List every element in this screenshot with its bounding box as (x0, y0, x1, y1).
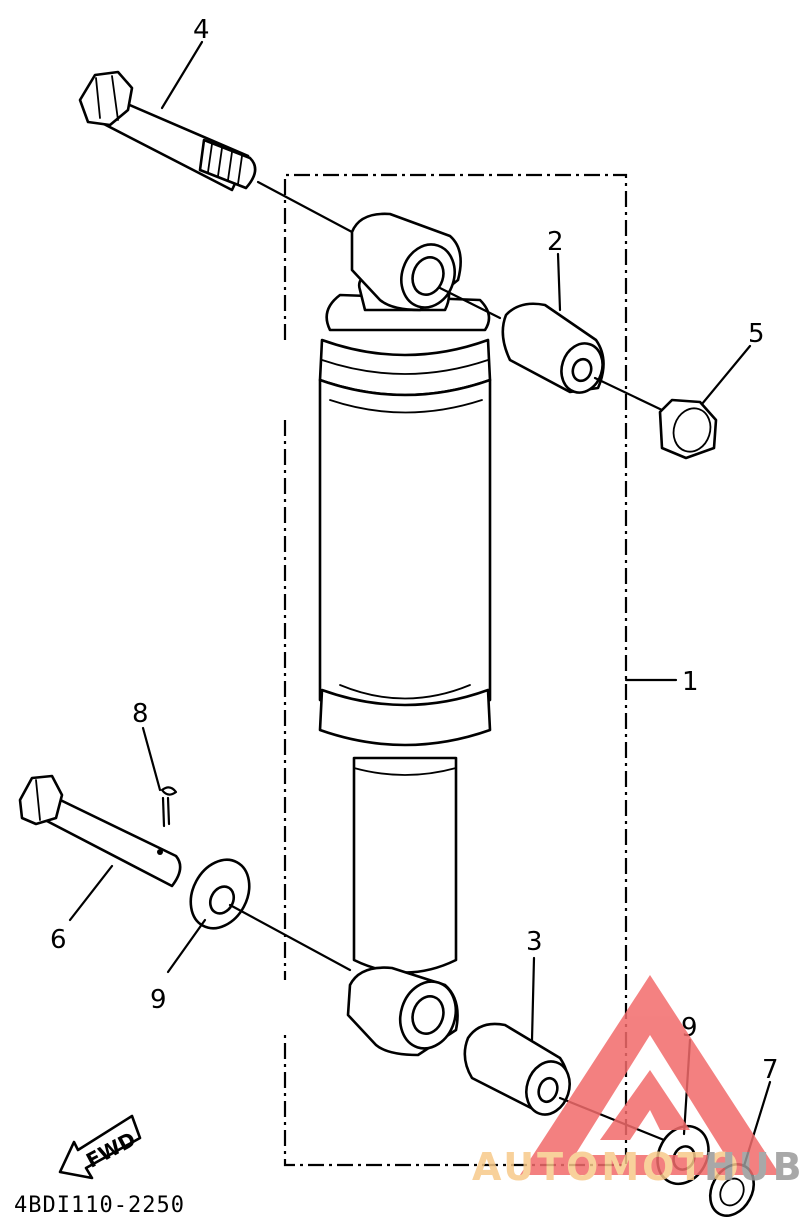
callout-6: 6 (50, 925, 67, 955)
shock-absorber (318, 212, 492, 1057)
lower-pin (18, 774, 182, 888)
upper-axis-line-2 (593, 376, 664, 412)
forward-direction-arrow: FWD (58, 1114, 142, 1180)
upper-axis-line-1 (438, 286, 502, 320)
callout-8: 8 (132, 699, 149, 729)
pin-washer (189, 858, 251, 930)
watermark-text-automoto: AUTOMOTO (472, 1145, 742, 1189)
watermark-text-hub: HUB (704, 1145, 800, 1189)
callout-3: 3 (526, 927, 543, 957)
watermark-logo-inner-icon (600, 1070, 690, 1140)
lower-collar (463, 1022, 571, 1116)
watermark-logo-icon (520, 975, 780, 1175)
callout-7: 7 (762, 1055, 779, 1085)
upper-collar (501, 302, 605, 394)
drawing-code: 4BDI110-2250 (14, 1193, 185, 1218)
callout-5: 5 (748, 319, 765, 349)
watermark: AUTOMOTO HUB (472, 975, 800, 1189)
upper-nut (658, 398, 718, 460)
bolt-axis-line (256, 180, 354, 234)
callout-4: 4 (193, 15, 210, 45)
upper-bolt (78, 70, 257, 192)
callout-2: 2 (547, 227, 564, 257)
callout-9-upper: 9 (150, 985, 167, 1015)
assembly-boundary (283, 173, 628, 1167)
cotter-pin (160, 786, 178, 828)
pin-axis-line (228, 903, 352, 972)
callout-1: 1 (682, 667, 699, 697)
